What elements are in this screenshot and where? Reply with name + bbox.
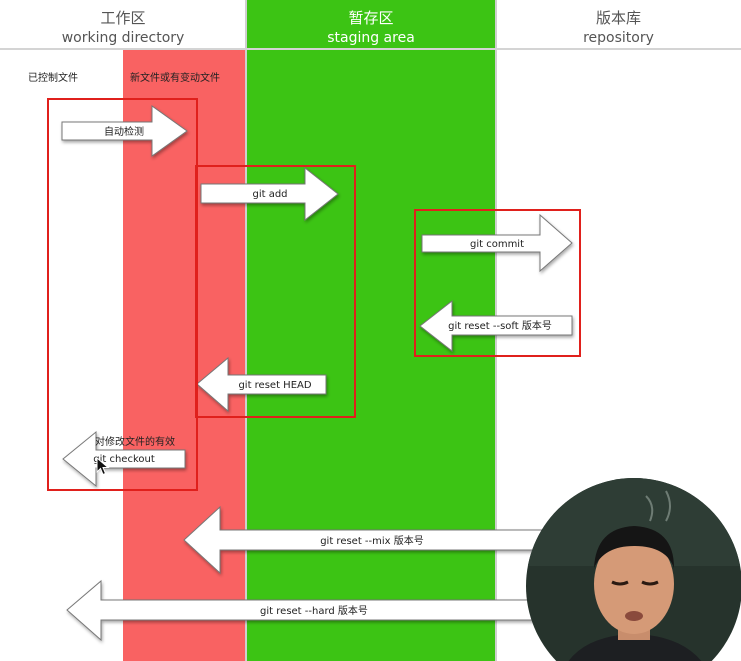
- working-tracked-band: [0, 49, 123, 661]
- auto-detect-arrow: 自动检测: [61, 105, 188, 157]
- working-directory-title-zh: 工作区: [100, 9, 146, 27]
- auto-detect-label: 自动检测: [104, 125, 144, 138]
- git-reset-hard-arrow: git reset --hard 版本号: [66, 579, 601, 642]
- staging-area-title-zh: 暂存区: [348, 9, 394, 27]
- highlight-box-add-reset: [195, 165, 356, 418]
- highlight-box-working: [47, 98, 198, 491]
- mouse-cursor-icon: [96, 457, 110, 476]
- repository-title-zh: 版本库: [595, 9, 641, 27]
- working-directory-title-en: working directory: [61, 30, 185, 46]
- staging-area-header: 暂存区 staging area: [246, 0, 496, 49]
- git-reset-hard-label: git reset --hard 版本号: [260, 604, 368, 617]
- new-changed-files-label: 新文件或有变动文件: [130, 73, 220, 84]
- git-checkout-arrow: git checkout: [62, 430, 186, 488]
- git-add-label: git add: [252, 189, 287, 200]
- staging-area-title-en: staging area: [327, 30, 415, 46]
- header-underline: [0, 48, 741, 50]
- git-add-arrow: git add: [200, 166, 339, 222]
- tracked-files-label: 已控制文件: [28, 73, 78, 84]
- highlight-box-commit: [414, 209, 581, 357]
- git-commit-arrow: git commit: [421, 213, 573, 273]
- git-reset-soft-label: git reset --soft 版本号: [448, 319, 552, 332]
- working-directory-header: 工作区 working directory: [0, 0, 246, 49]
- git-reset-mix-label: git reset --mix 版本号: [320, 534, 424, 547]
- git-checkout-label: git checkout: [93, 454, 155, 465]
- repository-title-en: repository: [583, 30, 654, 46]
- working-changed-band: [123, 49, 246, 661]
- git-reset-head-label: git reset HEAD: [238, 380, 311, 391]
- git-commit-label: git commit: [470, 239, 524, 250]
- git-reset-soft-arrow: git reset --soft 版本号: [419, 299, 573, 353]
- presenter-webcam-image: [526, 478, 741, 661]
- checkout-note-label: 对修改文件的有效: [95, 437, 175, 448]
- git-reset-head-arrow: git reset HEAD: [196, 356, 327, 413]
- divider-left: [245, 0, 247, 661]
- repository-header: 版本库 repository: [496, 0, 741, 49]
